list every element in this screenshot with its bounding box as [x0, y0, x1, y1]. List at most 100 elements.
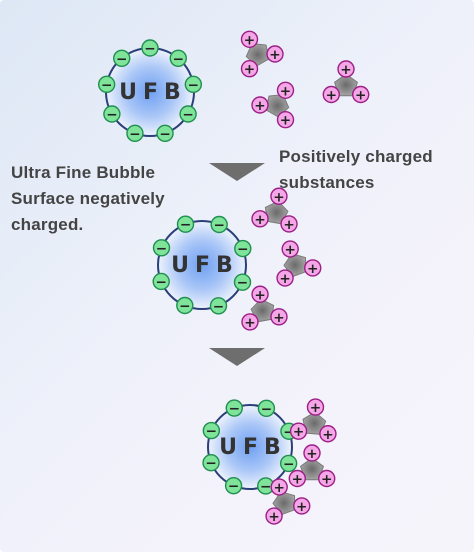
- charge-symbol: −: [156, 274, 167, 290]
- bubble-body: [157, 220, 247, 310]
- charge-symbol: −: [213, 217, 224, 233]
- charge-symbol: +: [280, 113, 291, 129]
- charge-symbol: +: [307, 261, 318, 277]
- charge-symbol: −: [260, 479, 271, 495]
- charge-symbol: +: [244, 62, 255, 78]
- positive-substance: +++: [288, 444, 336, 488]
- positive-charge: +: [276, 269, 294, 287]
- negative-charge: −: [152, 272, 170, 290]
- charge-circle: [103, 105, 121, 123]
- caption-line: Positively charged: [279, 147, 433, 166]
- charge-circle: [126, 124, 144, 143]
- positive-charge: +: [251, 210, 269, 228]
- down-arrow: [209, 348, 265, 366]
- charge-symbol: +: [292, 472, 303, 488]
- negative-charge: −: [97, 75, 116, 93]
- charge-circle: [241, 313, 259, 331]
- charge-circle: [276, 111, 295, 129]
- charge-circle: [113, 49, 131, 67]
- charge-circle: [179, 105, 197, 123]
- caption-line: substances: [279, 173, 375, 192]
- negative-charge: −: [156, 124, 174, 142]
- charge-symbol: −: [261, 401, 272, 417]
- charge-circle: [281, 240, 299, 258]
- charge-symbol: −: [283, 456, 294, 472]
- bubble-label: UFB: [119, 80, 187, 105]
- positive-substance: +++: [289, 398, 337, 443]
- negative-charge: −: [141, 39, 159, 57]
- molecule-core: [334, 73, 358, 97]
- negative-charge: −: [234, 239, 252, 258]
- charge-symbol: +: [280, 83, 291, 99]
- negative-charge: −: [103, 105, 121, 123]
- bubble-label: UFB: [219, 435, 287, 460]
- charge-circle: [270, 187, 288, 205]
- charge-symbol: +: [310, 400, 321, 416]
- charge-circle: [276, 81, 295, 99]
- charge-symbol: −: [205, 456, 216, 472]
- charge-circle: [270, 478, 288, 496]
- charge-circle: [251, 285, 269, 303]
- charge-circle: [352, 85, 370, 104]
- positive-charge: +: [276, 111, 295, 129]
- charge-symbol: −: [182, 107, 193, 123]
- positive-charge: +: [240, 60, 259, 78]
- charge-circle: [176, 296, 194, 315]
- charge-symbol: +: [244, 315, 255, 331]
- caption-line: charged.: [11, 215, 84, 234]
- negative-charge: −: [224, 476, 243, 495]
- positive-charge: +: [293, 497, 311, 515]
- bubble-label: UFB: [171, 253, 239, 278]
- negative-charge: −: [279, 454, 298, 473]
- charge-circle: [293, 497, 311, 515]
- charge-symbol: +: [322, 427, 333, 443]
- caption-line: Surface negatively: [11, 189, 165, 208]
- charge-circle: [270, 308, 288, 326]
- positive-charge: +: [276, 81, 295, 99]
- charge-symbol: −: [206, 424, 217, 440]
- charge-circle: [288, 469, 306, 488]
- charge-symbol: +: [279, 271, 290, 287]
- positive-substance: + + +: [276, 240, 322, 287]
- charge-circle: [202, 421, 221, 440]
- substances-caption: Positively charged substances: [279, 144, 469, 196]
- charge-symbol: +: [254, 212, 265, 228]
- charge-symbol: +: [254, 98, 265, 114]
- positive-charge: +: [241, 313, 259, 331]
- negative-charge: −: [179, 105, 197, 123]
- negative-charge: −: [113, 49, 131, 67]
- negative-charge: −: [225, 399, 243, 417]
- caption-line: Ultra Fine Bubble: [11, 163, 156, 182]
- positive-charge: +: [251, 96, 269, 114]
- positive-charge: +: [280, 215, 298, 233]
- charge-circle: [337, 60, 355, 78]
- charge-circle: [319, 425, 337, 443]
- charge-symbol: +: [321, 472, 332, 488]
- charge-circle: [276, 269, 294, 287]
- charge-symbol: −: [156, 241, 167, 257]
- charge-symbol: +: [269, 47, 280, 63]
- charge-symbol: +: [340, 62, 351, 78]
- charge-circle: [251, 96, 269, 114]
- charge-circle: [266, 45, 284, 63]
- charge-circle: [210, 215, 228, 234]
- positive-substance: +++: [251, 187, 298, 233]
- charge-symbol: +: [244, 32, 255, 48]
- positive-charge: +: [322, 85, 340, 104]
- charge-circle: [202, 454, 220, 472]
- negative-charge: −: [202, 421, 221, 440]
- down-arrow: [209, 163, 265, 181]
- bubble-body: [207, 404, 293, 490]
- charge-symbol: +: [268, 509, 279, 525]
- negative-charge: −: [126, 124, 144, 143]
- charge-circle: [289, 422, 308, 440]
- positive-charge: +: [319, 425, 337, 443]
- charge-symbol: +: [326, 88, 337, 104]
- charge-symbol: +: [273, 310, 284, 326]
- charge-circle: [251, 210, 269, 228]
- positive-charge: +: [270, 308, 288, 326]
- charge-circle: [279, 454, 298, 473]
- charge-symbol: +: [284, 242, 295, 258]
- positive-charge: +: [288, 469, 306, 488]
